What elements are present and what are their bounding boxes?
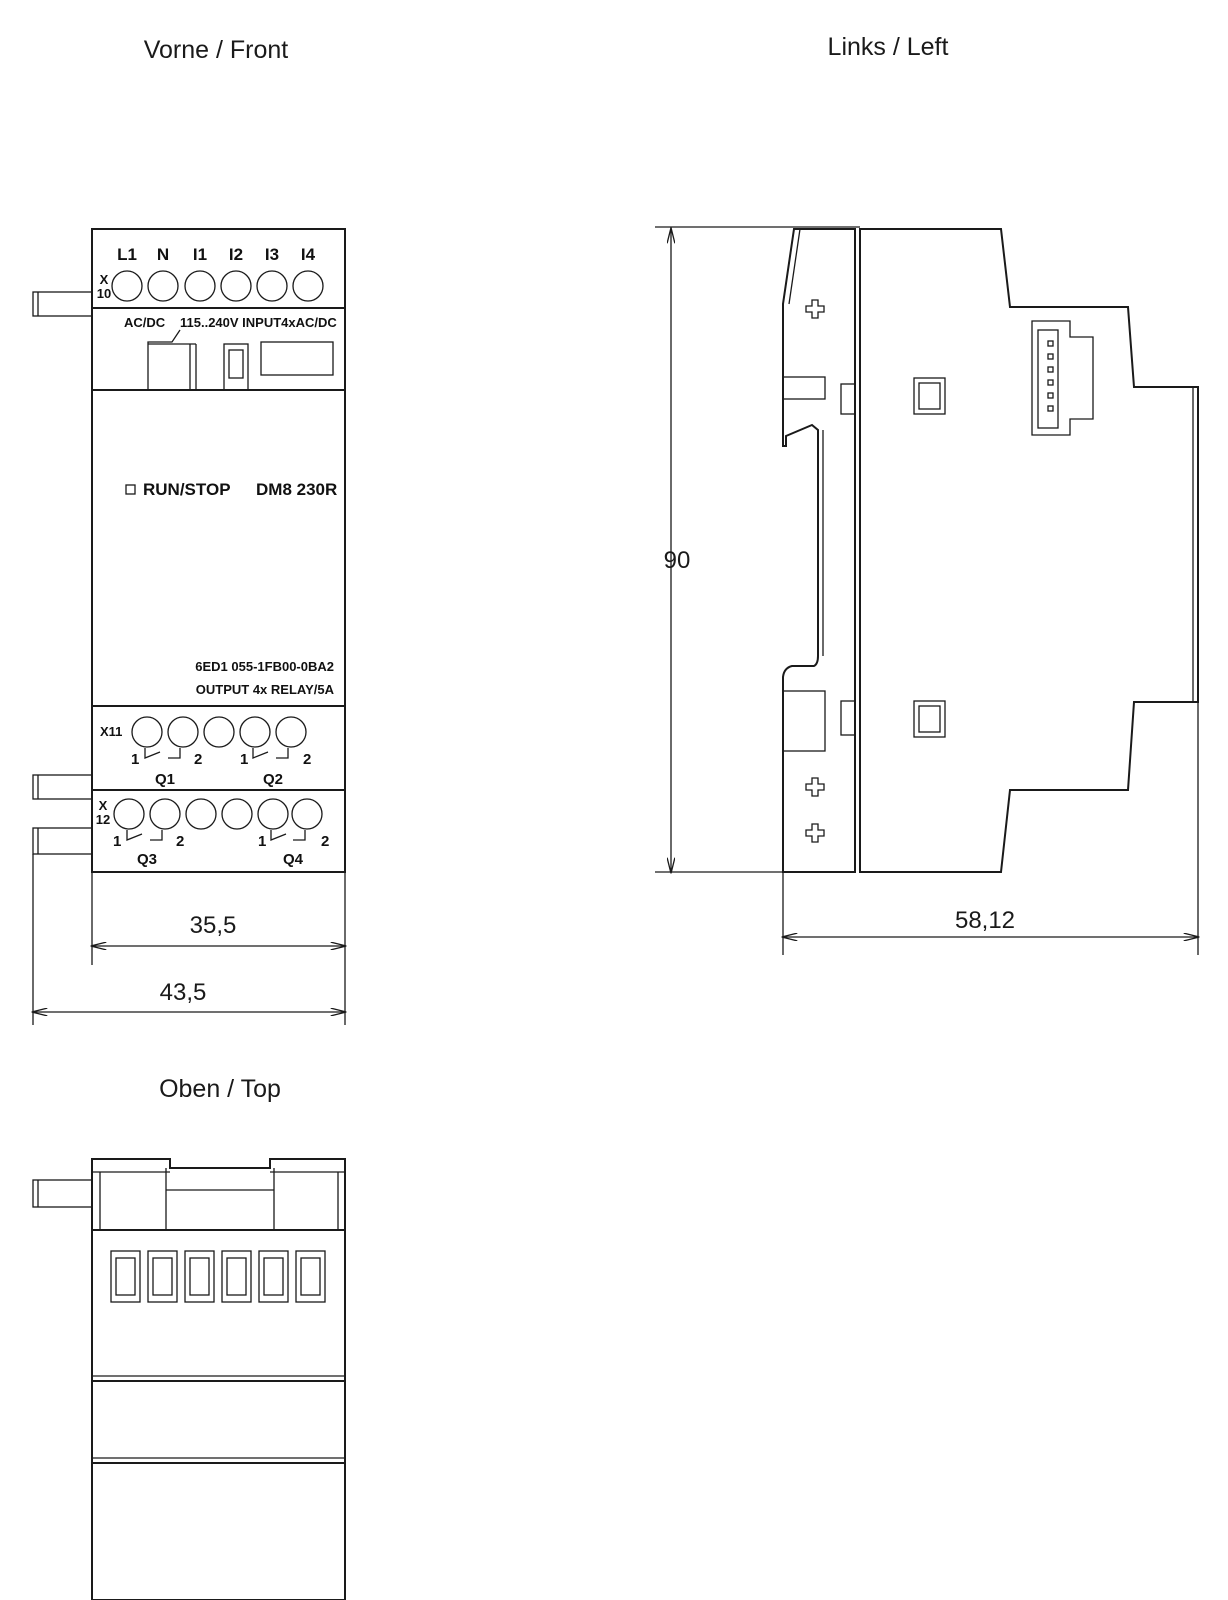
- front-latch-tabs: [32, 291, 93, 855]
- model-label: DM8 230R: [256, 480, 337, 499]
- dimension-depth: [783, 702, 1198, 955]
- front-housing: [91, 228, 346, 873]
- supply-label: AC/DC: [124, 315, 166, 330]
- mounting-cross-1: [805, 299, 825, 319]
- output-label-q1: Q1: [155, 771, 175, 788]
- front-view: L1 N I1 I2 I3 I4 X 10 AC/DC 115..240V IN…: [32, 228, 346, 1025]
- terminal-label-i4: I4: [301, 245, 316, 264]
- dimension-width-total-label: 43,5: [160, 979, 207, 1006]
- terminal-label-l1: L1: [117, 245, 137, 264]
- dimension-depth-label: 58,12: [955, 907, 1015, 934]
- side-window-lower: [913, 700, 946, 738]
- relay-symbol-q4: [270, 830, 306, 841]
- q4-pin-2: 2: [321, 833, 329, 850]
- clip-tab-lower: [840, 700, 856, 736]
- output-rating-label: OUTPUT 4x RELAY/5A: [196, 682, 335, 697]
- output-label-q3: Q3: [137, 851, 157, 868]
- q3-pin-2: 2: [176, 833, 184, 850]
- q2-pin-2: 2: [303, 751, 311, 768]
- top-terminal-slots: [110, 1250, 326, 1303]
- output-label-q4: Q4: [283, 851, 304, 868]
- input-terminals: [111, 270, 324, 302]
- top-raised-section: [91, 1158, 346, 1230]
- din-rail-clip: [782, 228, 856, 873]
- clip-notch-lower: [782, 690, 826, 752]
- dimension-height: [655, 226, 860, 872]
- q4-pin-1: 1: [258, 833, 266, 850]
- left-view: 90 58,12: [655, 226, 1199, 955]
- clip-tab-upper: [840, 383, 856, 415]
- relay-symbol-q1: [144, 748, 181, 759]
- x11-label: X11: [100, 724, 122, 739]
- front-view-title: Vorne / Front: [144, 36, 289, 64]
- side-window-upper: [913, 377, 946, 415]
- dimension-width-body: [92, 872, 345, 1025]
- top-view: [32, 1158, 346, 1600]
- x10-label-top: X: [100, 272, 109, 287]
- q1-pin-1: 1: [131, 751, 139, 768]
- label-window: [260, 341, 334, 376]
- side-connector: [1031, 320, 1094, 436]
- relay-symbol-q2: [252, 748, 289, 759]
- left-view-title: Links / Left: [828, 33, 949, 61]
- x11-terminals: [131, 716, 307, 748]
- output-label-q2: Q2: [263, 771, 283, 788]
- top-latch-tab: [32, 1179, 93, 1208]
- order-number: 6ED1 055-1FB00-0BA2: [195, 659, 334, 674]
- top-view-title: Oben / Top: [159, 1075, 281, 1103]
- mounting-cross-3: [805, 823, 825, 843]
- relay-symbol-q3: [126, 830, 163, 841]
- q1-pin-2: 2: [194, 751, 202, 768]
- supply-bracket: [147, 329, 181, 390]
- run-stop-label: RUN/STOP: [143, 480, 231, 499]
- dimension-height-label: 90: [664, 547, 691, 574]
- terminal-label-i3: I3: [265, 245, 279, 264]
- dimension-width-body-label: 35,5: [190, 912, 237, 939]
- input-rating-label: 115..240V INPUT4xAC/DC: [180, 315, 337, 330]
- q3-pin-1: 1: [113, 833, 121, 850]
- clip-notch-upper: [782, 376, 826, 400]
- x10-label-bottom: 10: [97, 286, 111, 301]
- q2-pin-1: 1: [240, 751, 248, 768]
- top-housing: [91, 1229, 346, 1600]
- x12-terminals: [113, 798, 323, 830]
- front-latch-slot: [223, 343, 249, 391]
- x12-label-bottom: 12: [96, 812, 110, 827]
- run-stop-led: [125, 484, 136, 495]
- terminal-label-i2: I2: [229, 245, 243, 264]
- x12-label-top: X: [99, 798, 108, 813]
- left-housing: [859, 228, 1199, 873]
- dimension-width-total: [33, 854, 345, 1025]
- mounting-cross-2: [805, 777, 825, 797]
- terminal-label-i1: I1: [193, 245, 207, 264]
- terminal-label-n: N: [157, 245, 169, 264]
